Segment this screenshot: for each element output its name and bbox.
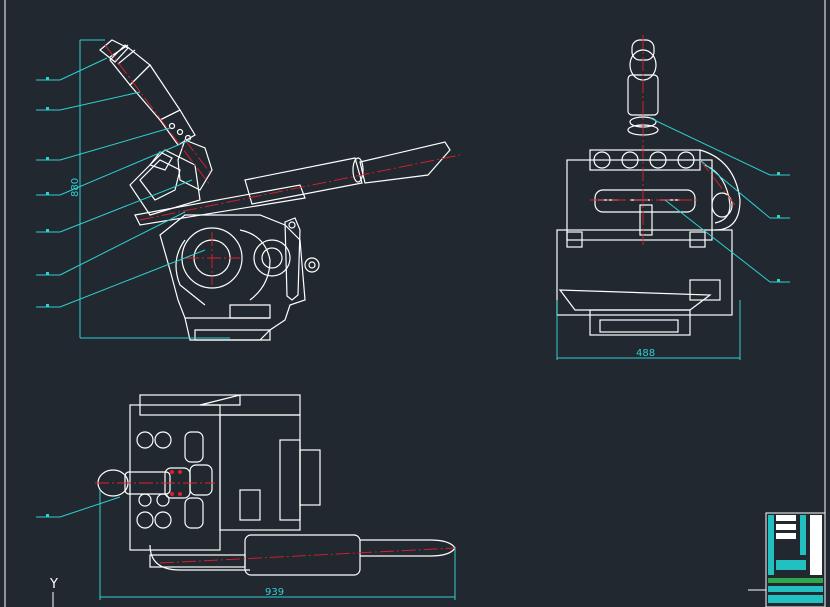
dimension-height-label: 880 — [70, 178, 81, 197]
front-view-leader-ticks — [46, 77, 49, 307]
top-view — [97, 394, 456, 576]
side-view-leaders — [556, 117, 790, 360]
drawing-border — [4, 0, 826, 607]
side-view-leader-ticks — [777, 172, 780, 282]
dimension-width-label: 488 — [636, 348, 655, 359]
title-block — [748, 512, 826, 607]
top-view-bolts — [170, 470, 182, 496]
front-view — [99, 39, 451, 341]
side-view-centerlines — [590, 35, 736, 245]
ucs-y-label: Y — [49, 577, 58, 592]
top-view-leader-ticks — [46, 514, 49, 517]
dimension-length-label: 939 — [265, 587, 284, 598]
side-view — [556, 39, 741, 336]
top-view-centerlines — [95, 482, 456, 564]
front-view-leaders — [36, 39, 230, 339]
front-view-centerlines — [104, 44, 461, 285]
top-view-leaders — [36, 490, 456, 600]
